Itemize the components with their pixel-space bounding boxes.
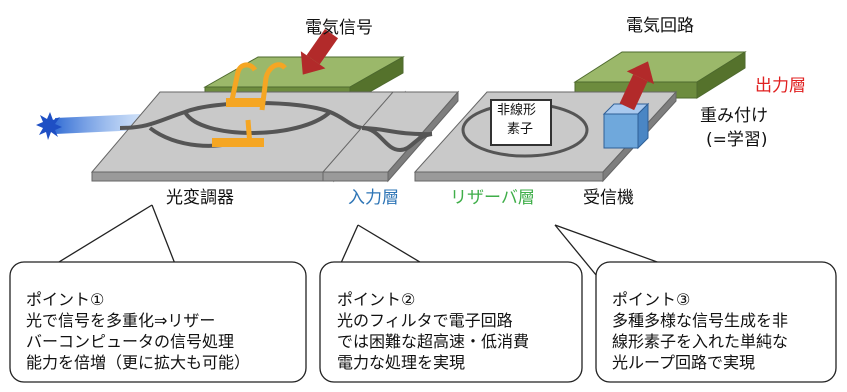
learning-label: (=学習) bbox=[706, 130, 768, 150]
point2-line2: では困難な超高速・低消費 bbox=[337, 332, 530, 351]
reservoir-layer-label: リザーバ層 bbox=[450, 188, 535, 208]
receiver-label: 受信機 bbox=[583, 188, 634, 208]
receiver-cube bbox=[602, 102, 650, 150]
point1-line2: バーコンピュータの信号処理 bbox=[26, 332, 235, 351]
point1-line1: 光で信号を多重化⇒リザー bbox=[26, 311, 216, 330]
point3-line2: 線形素子を入れた単純な bbox=[612, 332, 789, 351]
light-beam bbox=[55, 114, 140, 134]
input-layer-chip bbox=[321, 90, 460, 183]
point2-box bbox=[319, 261, 583, 383]
output-layer-label: 出力層 bbox=[755, 76, 806, 96]
weighting-label: 重み付け bbox=[700, 106, 768, 126]
point2-title: ポイント② bbox=[337, 290, 416, 309]
nonlinear-element-label-line1: 非線形 bbox=[497, 103, 537, 118]
electrical-circuit-board bbox=[573, 51, 747, 99]
electrical-circuit-label: 電気回路 bbox=[626, 16, 694, 36]
point3-line3: 光ループ回路で実現 bbox=[612, 353, 756, 372]
point2-line1: 光のフィルタで電子回路 bbox=[337, 311, 513, 330]
point1-box bbox=[9, 261, 307, 383]
point1-line3: 能力を倍増（更に拡大も可能） bbox=[26, 353, 251, 372]
light-source-icon bbox=[36, 112, 62, 140]
point1-title: ポイント① bbox=[26, 290, 105, 309]
point3-box bbox=[595, 261, 837, 383]
modulator-label: 光変調器 bbox=[166, 188, 234, 208]
point3-title: ポイント③ bbox=[612, 290, 691, 309]
output-arrow-icon bbox=[619, 61, 654, 111]
input-arrow-icon bbox=[300, 29, 339, 75]
point3-line1: 多種多様な信号生成を非 bbox=[612, 311, 789, 330]
point2-line3: 電力な処理を実現 bbox=[337, 353, 466, 372]
electrical-signal-label: 電気信号 bbox=[305, 18, 373, 38]
input-layer-label: 入力層 bbox=[348, 188, 399, 208]
nonlinear-element-label-line2: 素子 bbox=[507, 122, 534, 137]
nonlinear-element-box bbox=[490, 99, 552, 146]
